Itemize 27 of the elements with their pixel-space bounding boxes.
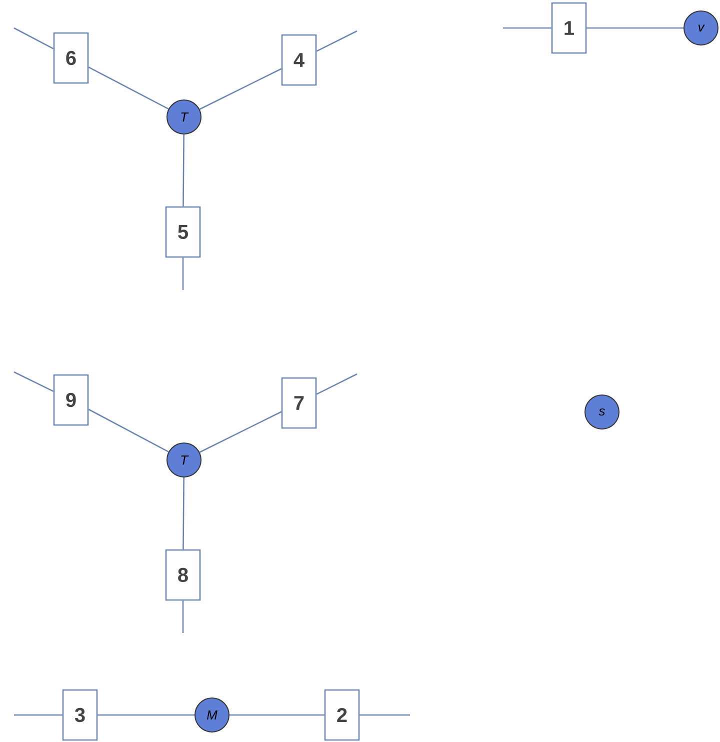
index-box: 5 <box>165 206 201 258</box>
edge-line <box>98 714 194 716</box>
edge-line <box>88 66 169 110</box>
open-leg-line <box>316 373 358 395</box>
open-leg-line <box>14 371 54 392</box>
index-box: 1 <box>551 2 587 54</box>
index-box: 4 <box>281 34 317 86</box>
index-box: 7 <box>281 377 317 429</box>
index-box: 8 <box>165 549 201 601</box>
edge-line <box>199 68 282 110</box>
edge-line <box>199 411 282 453</box>
open-leg-line <box>14 714 62 716</box>
edge-line <box>88 408 169 452</box>
open-leg-line <box>182 258 184 290</box>
index-box: 2 <box>324 689 360 741</box>
edge-line <box>230 714 324 716</box>
edge-line <box>586 27 684 29</box>
open-leg-line <box>360 714 410 716</box>
open-leg-line <box>14 27 54 50</box>
edge-line <box>182 478 184 550</box>
open-leg-line <box>316 30 358 52</box>
open-leg-line <box>503 27 552 29</box>
index-box: 9 <box>53 374 89 426</box>
index-box: 6 <box>53 32 89 84</box>
edge-line <box>182 134 184 206</box>
open-leg-line <box>182 600 184 633</box>
index-box: 3 <box>62 689 98 741</box>
